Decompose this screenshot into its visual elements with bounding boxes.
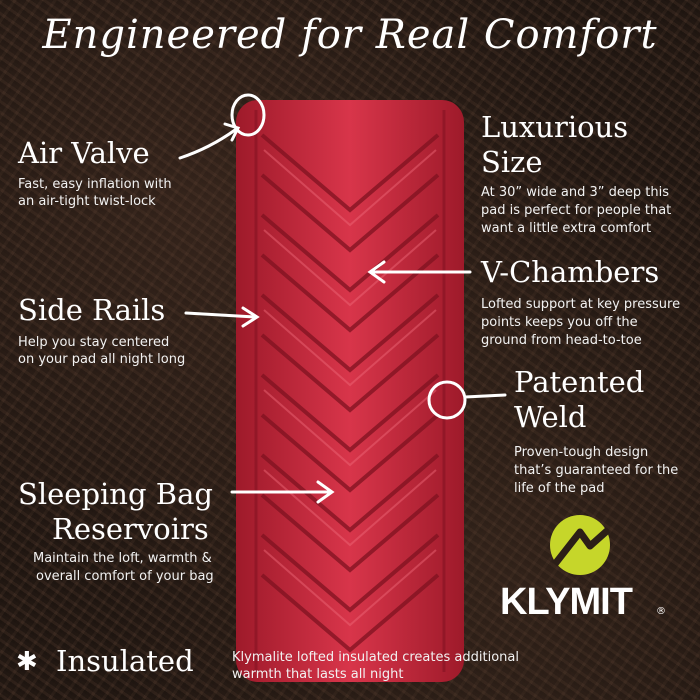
klymit-wordmark: KLYMIT bbox=[500, 581, 633, 623]
side-rails-arrow bbox=[184, 311, 257, 319]
patented-weld-desc-line-2: that’s guaranteed for the bbox=[514, 463, 679, 478]
insulated-heading: Insulated bbox=[56, 644, 194, 678]
sleeping-bag-desc-line-2: overall comfort of your bag bbox=[36, 569, 214, 584]
size-heading: Size bbox=[481, 145, 543, 179]
patented-weld-arrow bbox=[463, 393, 507, 399]
insulated-icon: ✱ bbox=[16, 647, 38, 677]
luxurious-desc-line-2: pad is perfect for people that bbox=[481, 203, 672, 218]
luxurious-desc-line-1: At 30” wide and 3” deep this bbox=[481, 185, 670, 200]
sleeping-bag-desc-line-1: Maintain the loft, warmth & bbox=[33, 551, 212, 566]
side-rails-heading: Side Rails bbox=[18, 293, 166, 327]
air-valve-desc-line-2: an air-tight twist-lock bbox=[18, 194, 156, 209]
page-title: Engineered for Real Comfort bbox=[42, 12, 658, 58]
v-chambers-desc-line-3: ground from head-to-toe bbox=[481, 333, 642, 348]
weld-heading: Weld bbox=[514, 400, 587, 434]
insulated-desc-line-2: warmth that lasts all night bbox=[232, 667, 404, 682]
v-chambers-desc-line-1: Lofted support at key pressure bbox=[481, 297, 681, 312]
klymit-logo: KLYMIT ® bbox=[500, 512, 670, 632]
luxurious-desc-line-3: want a little extra comfort bbox=[481, 221, 652, 236]
luxurious-heading: Luxurious bbox=[481, 110, 629, 144]
patented-weld-desc-line-1: Proven-tough design bbox=[514, 445, 649, 460]
side-rails-desc-line-2: on your pad all night long bbox=[18, 352, 186, 367]
sleeping-bag-heading: Sleeping Bag bbox=[18, 477, 213, 511]
patented-heading: Patented bbox=[514, 365, 645, 399]
patented-weld-desc-line-3: life of the pad bbox=[514, 481, 605, 496]
patented-weld-circle bbox=[427, 380, 467, 420]
side-rails-desc-line-1: Help you stay centered bbox=[18, 335, 170, 350]
klymit-registered-mark: ® bbox=[656, 606, 666, 617]
air-valve-circle bbox=[230, 93, 266, 137]
klymit-emblem-icon: KLYMIT ® bbox=[500, 515, 666, 623]
air-valve-heading: Air Valve bbox=[18, 136, 150, 170]
v-chambers-heading: V-Chambers bbox=[481, 255, 660, 289]
reservoirs-heading: Reservoirs bbox=[52, 512, 209, 546]
air-valve-desc-line-1: Fast, easy inflation with bbox=[18, 177, 172, 192]
insulated-desc-line-1: Klymalite lofted insulated creates addit… bbox=[232, 650, 519, 665]
v-chambers-desc-line-2: points keeps you off the bbox=[481, 315, 638, 330]
air-valve-arrow bbox=[178, 128, 237, 160]
